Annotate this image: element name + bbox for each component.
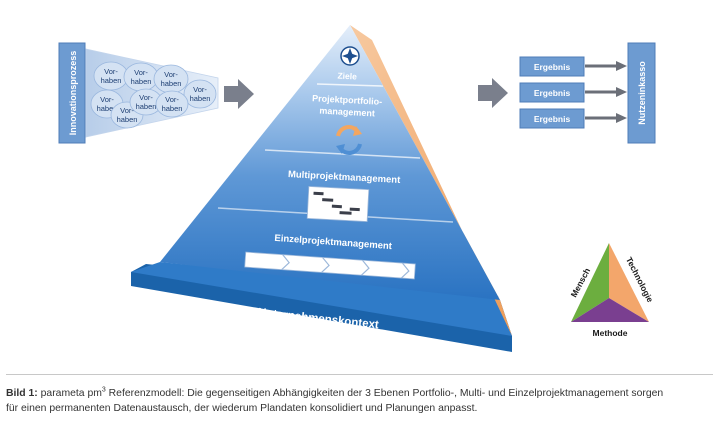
project-bubbles: Vor- haben Vor- haben Vor- haben Vor- ha… (90, 61, 217, 129)
innovation-process: Innovationsprozess Vor- haben Vor- haben… (58, 42, 254, 144)
triangle-label-method: Methode (593, 328, 628, 338)
innovation-process-label: Innovationsprozess (68, 51, 78, 136)
bubble-text-top: Vor- (193, 85, 207, 94)
bubble-text-bottom: haben (101, 76, 122, 85)
bubble-text-top: Vor- (164, 70, 178, 79)
process-chevron-bar (244, 251, 416, 280)
band-separator (264, 149, 421, 159)
bubble-text-top: Vor- (134, 68, 148, 77)
project-bubble: Vor- haben (183, 79, 217, 109)
result-label: Ergebnis (534, 88, 571, 98)
bubble-text-bottom: haben (136, 102, 157, 111)
triangle-segment-human (571, 243, 609, 322)
pyramid: Ziele Projektportfolio- management Multi… (131, 25, 512, 352)
triangle-segment-technology (609, 243, 649, 322)
caption-text-1: Referenzmodell: Die gegenseitigen Abhäng… (105, 388, 664, 399)
bubble-text-bottom: haben (97, 104, 118, 113)
result-box: Ergebnis (519, 82, 585, 103)
caption-divider (6, 374, 713, 375)
project-bubble: Vor- haben (93, 61, 129, 91)
results-section: Ergebnis Ergebnis Ergebnis Nutzeninkasso (478, 42, 656, 144)
caption-line-2: für einen permanenten Datenaustausch, de… (6, 401, 712, 416)
benefit-collection-box (627, 42, 656, 144)
compass-icon (340, 46, 360, 66)
benefit-collection-label: Nutzeninkasso (637, 61, 647, 125)
bubble-text-top: Vor- (104, 67, 118, 76)
caption-brand-superscript: 3 (101, 386, 106, 394)
bubble-text-top: Vor- (139, 93, 153, 102)
bubble-text-bottom: haben (117, 115, 138, 124)
bubble-text-bottom: haben (131, 77, 152, 86)
band-separator (316, 83, 384, 87)
result-box: Ergebnis (519, 108, 585, 129)
reference-model-diagram: Innovationsprozess Vor- haben Vor- haben… (58, 25, 656, 352)
innovation-process-box (58, 42, 86, 144)
result-arrow (585, 113, 627, 123)
project-bubble: Vor- haben (123, 62, 159, 92)
project-bubble: Vor- haben (155, 90, 189, 118)
innovation-arrow (224, 79, 254, 109)
bubble-text-bottom: haben (161, 79, 182, 88)
result-label: Ergebnis (534, 62, 571, 72)
triangle-segment-method (571, 298, 649, 322)
caption-brand: parameta pm (40, 388, 102, 399)
bubble-text-bottom: haben (162, 104, 183, 113)
cycle-icon (336, 125, 362, 155)
results-arrow (478, 78, 508, 108)
project-bubble: Vor- haben (153, 64, 189, 94)
bubble-text-top: Vor- (100, 95, 114, 104)
factor-triangle: Mensch Technologie Methode (569, 243, 655, 338)
bubble-text-top: Vor- (120, 106, 134, 115)
base-platform-top (131, 262, 512, 336)
figure-caption: Bild 1: parameta pm3 Referenzmodell: Die… (6, 386, 712, 416)
result-label: Ergebnis (534, 114, 571, 124)
result-arrow (585, 61, 627, 71)
level-portfolio-label-1: Projektportfolio- (312, 93, 382, 107)
result-box: Ergebnis (519, 56, 585, 77)
caption-line-1: Bild 1: parameta pm3 Referenzmodell: Die… (6, 386, 712, 401)
caption-text-2: für einen permanenten Datenaustausch, de… (6, 403, 478, 414)
level-portfolio-label-2: management (319, 106, 375, 119)
pyramid-front-face (160, 25, 500, 300)
result-arrow (585, 87, 627, 97)
caption-label: Bild 1: (6, 388, 38, 399)
gantt-chart-icon (306, 186, 370, 222)
level-goals-label: Ziele (337, 71, 357, 82)
bubble-text-bottom: haben (190, 94, 211, 103)
bubble-text-top: Vor- (165, 95, 179, 104)
